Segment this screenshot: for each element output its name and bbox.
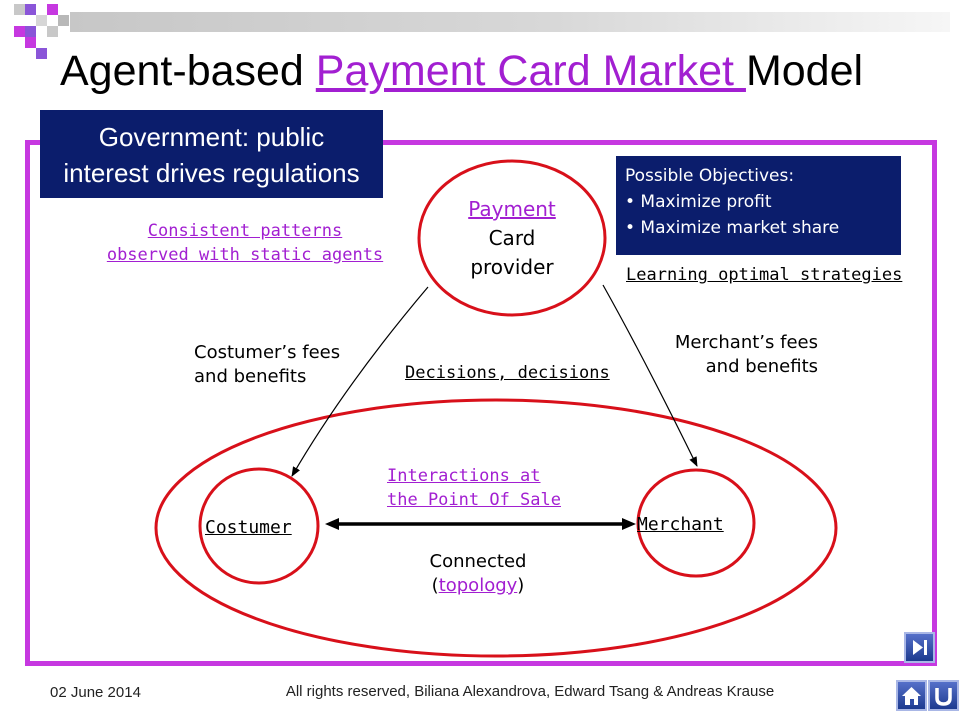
- arrow-to-merchant: [602, 284, 698, 467]
- title-text-end: Model: [745, 47, 864, 95]
- end-slide-button[interactable]: [904, 632, 935, 663]
- objective-item: • Maximize market share: [625, 218, 840, 238]
- paren-close: ): [517, 575, 525, 596]
- paren-open: (: [431, 575, 439, 596]
- end-slide-icon: [913, 640, 927, 655]
- footer-date: 02 June 2014: [50, 684, 141, 701]
- government-box: Government: public interest drives regul…: [40, 110, 383, 198]
- home-icon: [902, 687, 921, 705]
- costumer-ellipse: [198, 467, 320, 585]
- merchant-fees-line-1: Merchant’s fees: [674, 332, 818, 353]
- link-decisions[interactable]: Decisions, decisions: [405, 363, 610, 383]
- costumer-fees-line-1: Costumer’s fees: [194, 342, 341, 363]
- market-ellipse: [154, 398, 838, 658]
- connected-label: Connected (topology): [400, 550, 556, 598]
- page-title: Agent-based Payment Card Market Model: [60, 40, 950, 102]
- link-topology[interactable]: topology: [438, 575, 518, 596]
- link-learning-optimal-strategies[interactable]: Learning optimal strategies: [626, 265, 903, 285]
- return-icon: [935, 688, 952, 706]
- link-costumer[interactable]: Costumer: [205, 517, 292, 538]
- provider-ellipse: [417, 159, 607, 317]
- link-static-agents[interactable]: observed with static agents: [106, 245, 384, 265]
- title-text-start: Agent-based: [60, 47, 316, 95]
- header-bar: [70, 12, 950, 32]
- objectives-box: Possible Objectives: • Maximize profit •…: [616, 156, 901, 255]
- government-line-2: interest drives regulations: [63, 158, 360, 188]
- link-interactions[interactable]: Interactions at: [387, 466, 541, 486]
- objectives-heading: Possible Objectives:: [625, 166, 795, 186]
- home-button[interactable]: [896, 680, 927, 711]
- costumer-fees-label: Costumer’s fees and benefits: [194, 341, 340, 389]
- footer-copyright: All rights reserved, Biliana Alexandrova…: [285, 683, 775, 700]
- objective-item: • Maximize profit: [625, 192, 772, 212]
- arrow-to-costumer: [291, 286, 429, 477]
- provider-line-2: Card: [488, 226, 536, 250]
- connected-line-1: Connected: [429, 551, 527, 572]
- merchant-fees-label: Merchant’s fees and benefits: [620, 331, 818, 379]
- costumer-fees-line-2: and benefits: [194, 366, 307, 387]
- provider-line-3: provider: [470, 255, 554, 279]
- title-link-payment-card-market[interactable]: Payment Card Market: [315, 47, 746, 95]
- merchant-fees-line-2: and benefits: [705, 356, 818, 377]
- link-point-of-sale[interactable]: the Point Of Sale: [387, 490, 561, 510]
- link-consistent-patterns[interactable]: Consistent patterns: [147, 221, 343, 241]
- return-button[interactable]: [928, 680, 959, 711]
- government-line-1: Government: public: [98, 122, 325, 152]
- link-payment[interactable]: Payment: [468, 197, 556, 221]
- provider-node: Payment Card provider: [432, 195, 592, 282]
- model-frame: [25, 140, 937, 666]
- merchant-ellipse: [636, 468, 756, 578]
- link-merchant[interactable]: Merchant: [637, 514, 724, 535]
